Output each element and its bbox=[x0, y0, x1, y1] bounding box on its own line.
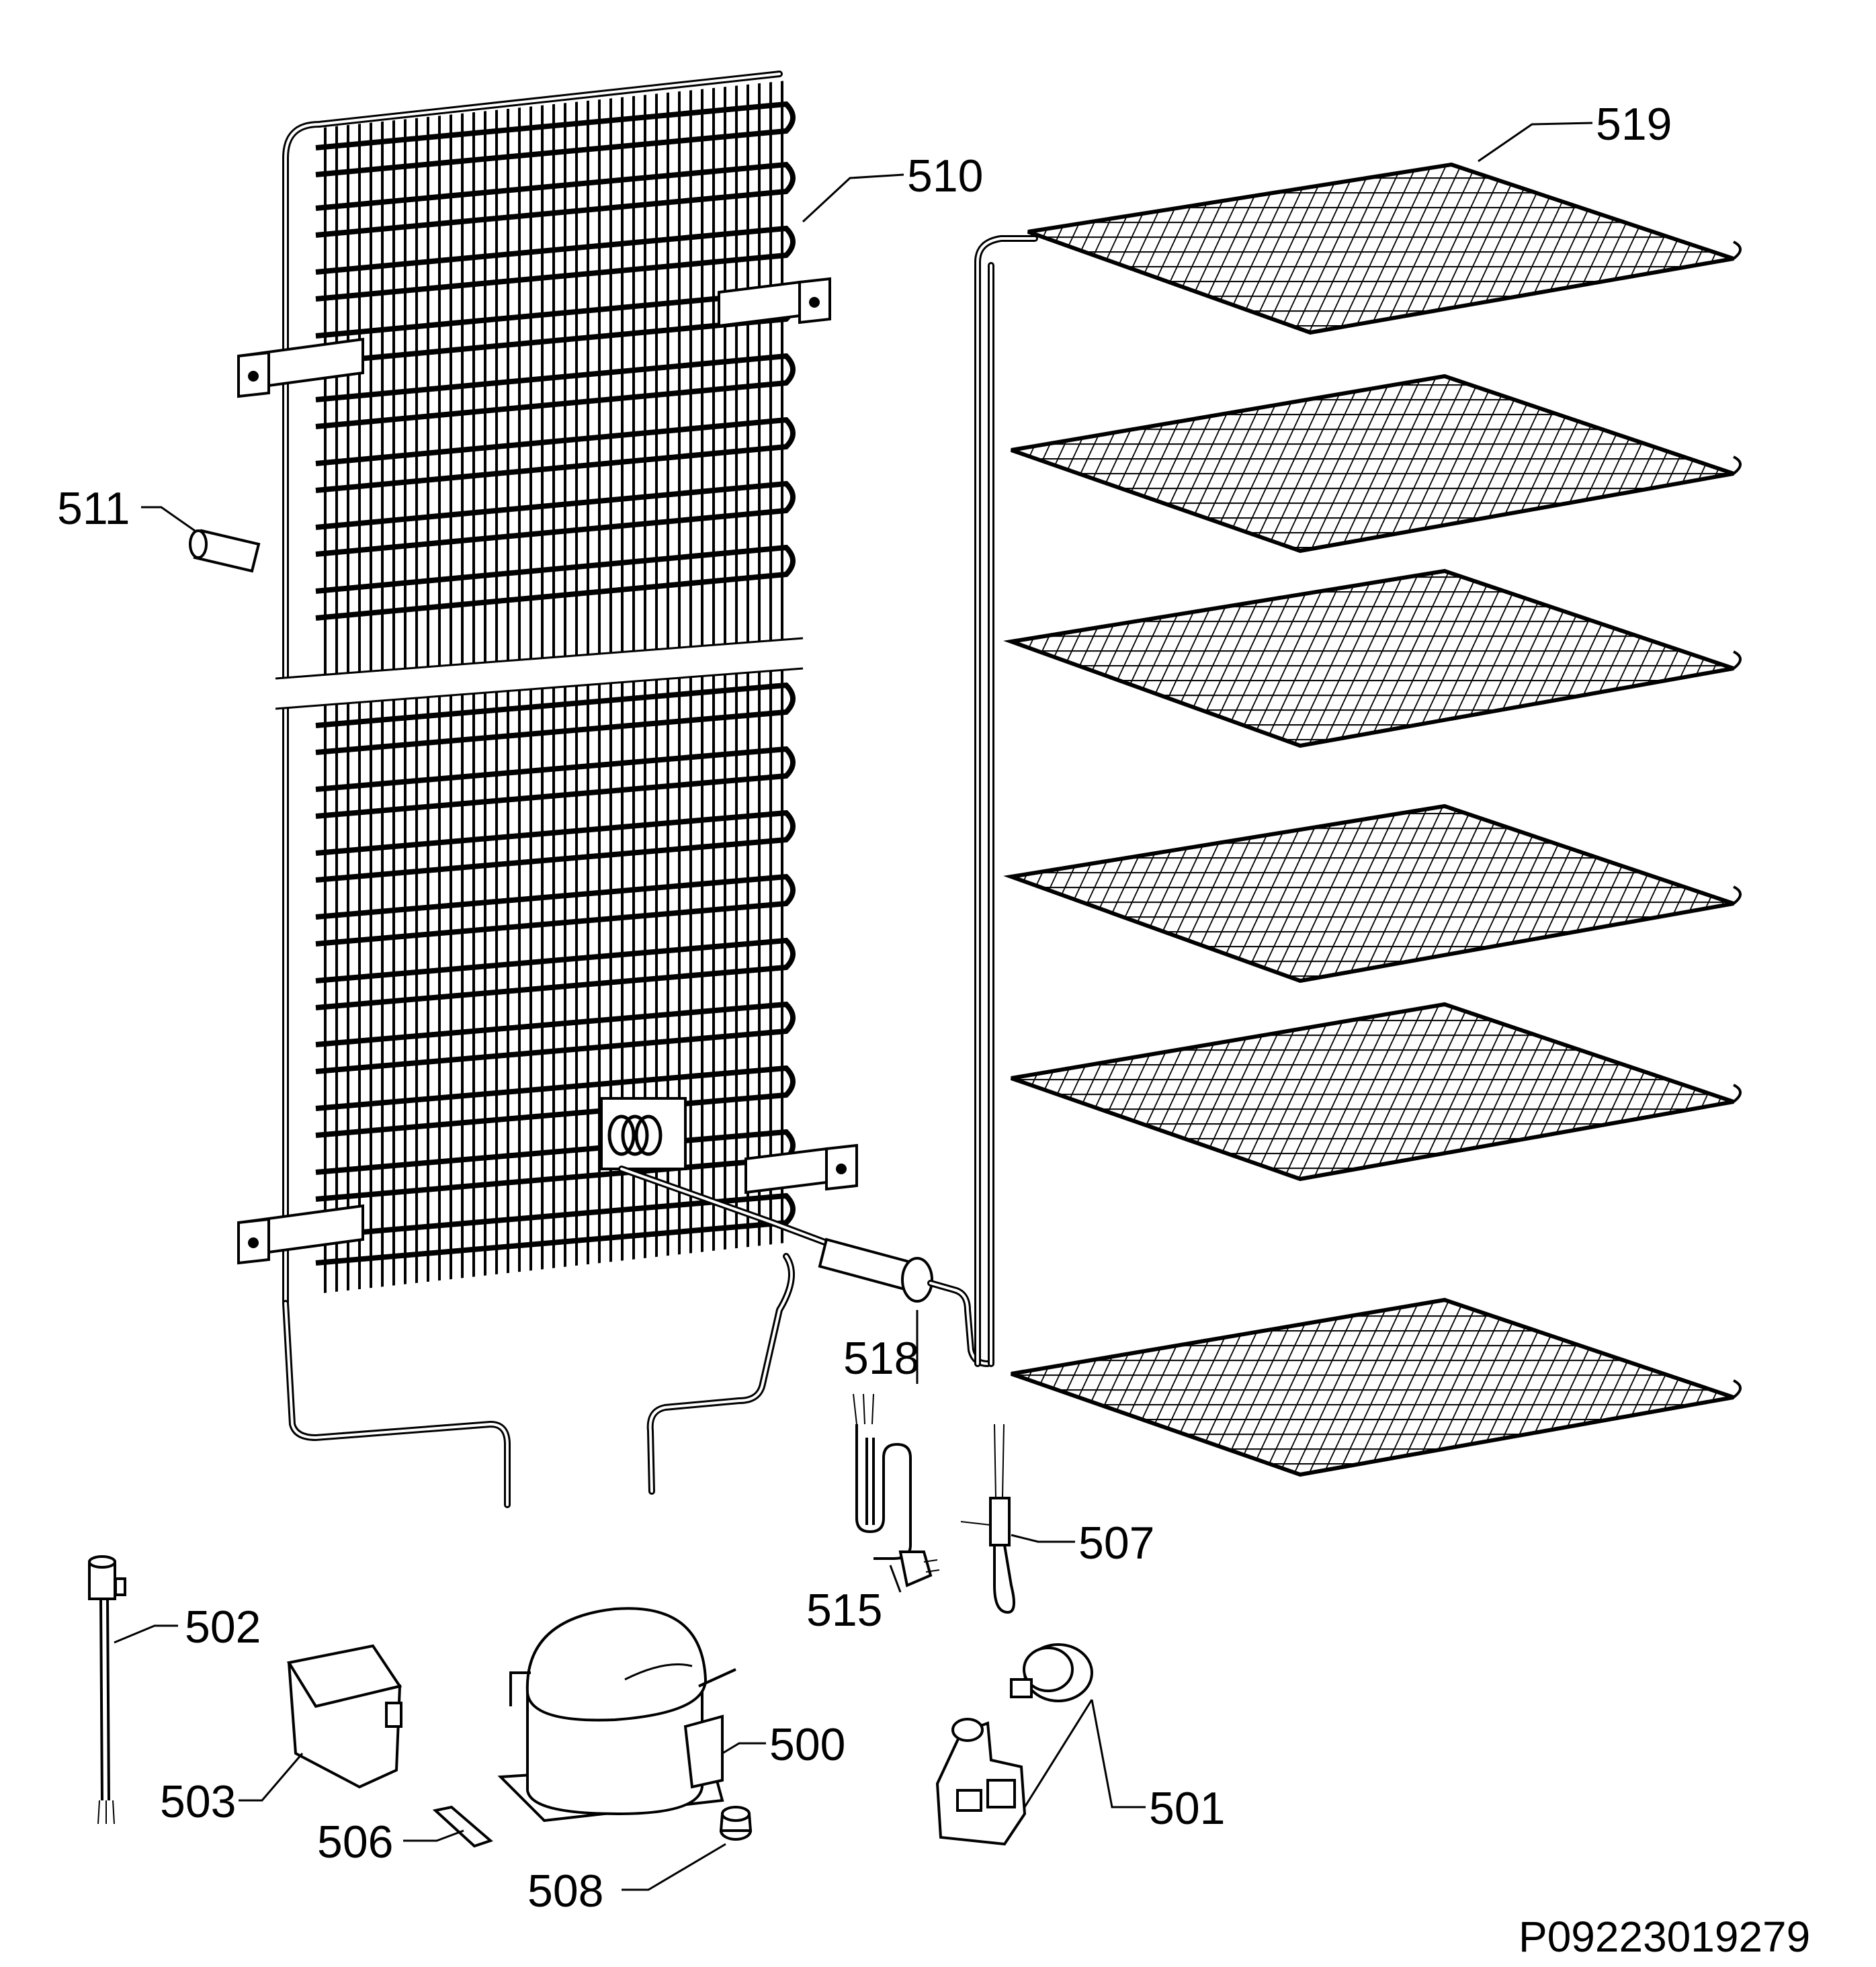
drawing-code: P09223019279 bbox=[1519, 1913, 1810, 1961]
evaporator-shelf-3 bbox=[1003, 568, 1742, 748]
compressor-500 bbox=[497, 1607, 736, 1823]
label-519: 519 bbox=[1596, 99, 1672, 150]
label-511: 511 bbox=[57, 483, 130, 534]
label-518: 518 bbox=[843, 1333, 919, 1384]
grommet-508 bbox=[719, 1806, 753, 1841]
condenser-bracket-bottom-right bbox=[744, 1143, 858, 1194]
sleeve-511 bbox=[189, 529, 261, 573]
label-507: 507 bbox=[1078, 1518, 1154, 1569]
cover-503 bbox=[286, 1644, 402, 1789]
evaporator-shelf-4 bbox=[1003, 803, 1742, 984]
sensor-502 bbox=[88, 1555, 126, 1825]
evaporator-shelf-2 bbox=[1011, 374, 1742, 554]
condenser-bracket-top-right bbox=[718, 277, 831, 328]
label-508: 508 bbox=[527, 1866, 603, 1917]
label-503: 503 bbox=[160, 1776, 236, 1827]
evaporator-519 bbox=[974, 162, 1742, 1477]
label-502: 502 bbox=[185, 1602, 261, 1653]
sensor-lead-507 bbox=[960, 1424, 1015, 1614]
label-506: 506 bbox=[317, 1817, 393, 1868]
clip-506 bbox=[432, 1805, 493, 1848]
condenser-510 bbox=[237, 71, 884, 1508]
power-cord-515 bbox=[853, 1393, 940, 1587]
label-501: 501 bbox=[1149, 1783, 1225, 1834]
evaporator-shelf-5 bbox=[1011, 1002, 1742, 1182]
thermostat-relay-501 bbox=[935, 1643, 1093, 1846]
leader-lines bbox=[114, 122, 1593, 1891]
condenser-bracket-top-left bbox=[237, 337, 364, 398]
label-515: 515 bbox=[806, 1585, 882, 1636]
label-510: 510 bbox=[907, 150, 983, 202]
evaporator-shelf-1 bbox=[1027, 162, 1742, 335]
condenser-bracket-bottom-left bbox=[237, 1204, 364, 1265]
label-500: 500 bbox=[769, 1719, 845, 1770]
evaporator-shelf-6 bbox=[1011, 1297, 1742, 1477]
